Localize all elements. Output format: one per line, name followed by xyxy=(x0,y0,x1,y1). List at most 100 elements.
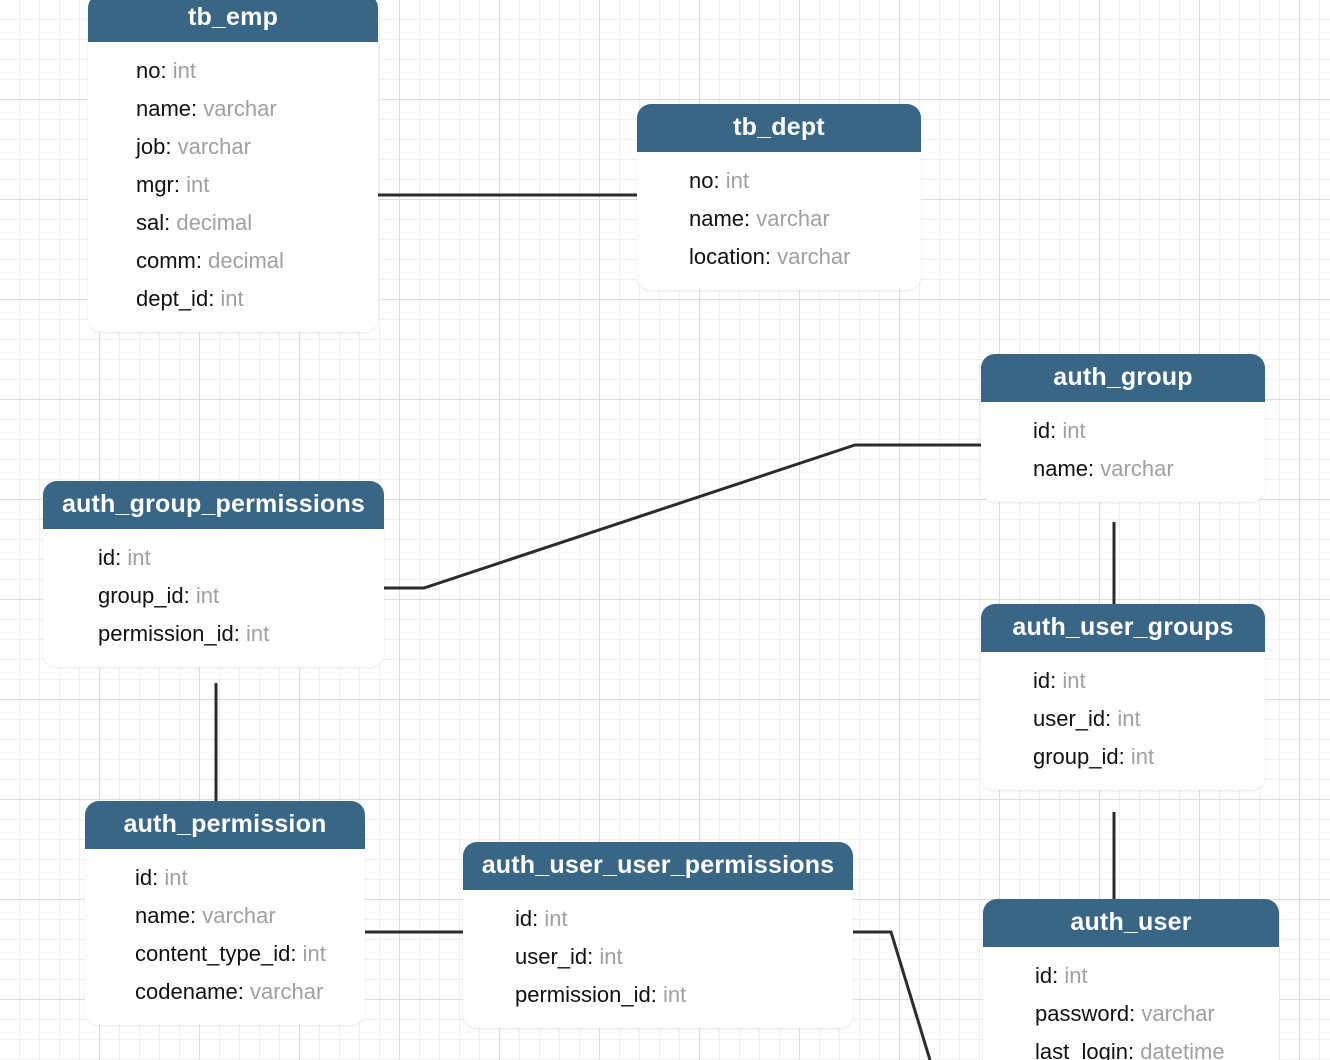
entity-title-auth_user_groups: auth_user_groups xyxy=(981,604,1265,652)
field-colon: : xyxy=(191,96,204,121)
field-row: no: int xyxy=(88,52,378,90)
field-name: id xyxy=(1033,418,1051,443)
field-colon: : xyxy=(587,944,600,969)
field-row: id: int xyxy=(981,412,1265,450)
field-type: int xyxy=(662,982,687,1007)
field-type: varchar xyxy=(202,903,276,928)
field-row: id: int xyxy=(981,662,1265,700)
field-name: name xyxy=(1033,456,1089,481)
field-type: int xyxy=(599,944,623,969)
field-colon: : xyxy=(190,903,203,928)
field-row: mgr: int xyxy=(88,166,378,204)
field-row: name: varchar xyxy=(981,450,1265,488)
field-row: group_id: int xyxy=(981,738,1265,776)
field-colon: : xyxy=(1050,418,1063,443)
entity-fields-auth_permission: id: int name: varchar content_type_id: i… xyxy=(85,849,365,1025)
field-row: location: varchar xyxy=(637,238,921,276)
entity-title-auth_group: auth_group xyxy=(981,354,1265,402)
entity-fields-auth_user_groups: id: int user_id: int group_id: int xyxy=(981,652,1265,790)
entity-tb_emp[interactable]: tb_emp no: int name: varchar job: varcha… xyxy=(88,0,378,332)
field-name: comm xyxy=(136,248,196,273)
field-row: id: int xyxy=(85,859,365,897)
field-type: varchar xyxy=(1100,456,1174,481)
field-row: no: int xyxy=(637,162,921,200)
field-colon: : xyxy=(1050,668,1063,693)
field-row: permission_id: int xyxy=(463,976,853,1014)
field-row: permission_id: int xyxy=(43,615,384,653)
field-type: int xyxy=(1064,963,1088,988)
field-name: password xyxy=(1035,1001,1130,1026)
field-row: id: int xyxy=(983,957,1279,995)
field-colon: : xyxy=(1105,706,1118,731)
field-name: name xyxy=(136,96,192,121)
field-colon: : xyxy=(290,941,303,966)
field-name: content_type_id xyxy=(135,941,291,966)
field-type: int xyxy=(195,583,220,608)
entity-fields-auth_group: id: int name: varchar xyxy=(981,402,1265,502)
field-row: job: varchar xyxy=(88,128,378,166)
field-name: group_id xyxy=(1033,744,1119,769)
field-name: id xyxy=(135,865,153,890)
field-type: int xyxy=(1130,744,1155,769)
entity-auth_permission[interactable]: auth_permission id: int name: varchar co… xyxy=(85,801,365,1025)
field-type: int xyxy=(186,172,210,197)
field-row: id: int xyxy=(43,539,384,577)
field-name: dept_id xyxy=(136,286,209,311)
field-type: int xyxy=(302,941,326,966)
field-type: int xyxy=(725,168,749,193)
entity-auth_user_user_permissions[interactable]: auth_user_user_permissions id: int user_… xyxy=(463,842,853,1028)
entity-tb_dept[interactable]: tb_dept no: int name: varchar location: … xyxy=(637,104,921,290)
field-name: permission_id xyxy=(98,621,234,646)
field-name: last_login xyxy=(1035,1039,1128,1060)
entity-title-tb_dept: tb_dept xyxy=(637,104,921,152)
field-colon: : xyxy=(173,172,187,197)
field-type: int xyxy=(164,865,188,890)
field-type: varchar xyxy=(777,244,851,269)
entity-auth_user[interactable]: auth_user id: int password: varchar last… xyxy=(983,899,1279,1060)
field-name: mgr xyxy=(136,172,174,197)
field-colon: : xyxy=(1088,456,1101,481)
field-type: datetime xyxy=(1140,1039,1225,1060)
field-colon: : xyxy=(744,206,757,231)
field-name: group_id xyxy=(98,583,184,608)
field-type: int xyxy=(1117,706,1141,731)
field-name: codename xyxy=(135,979,238,1004)
entity-auth_group[interactable]: auth_group id: int name: varchar xyxy=(981,354,1265,502)
field-colon: : xyxy=(195,248,209,273)
field-type: decimal xyxy=(176,210,253,235)
field-type: varchar xyxy=(249,979,324,1004)
entity-fields-tb_dept: no: int name: varchar location: varchar xyxy=(637,152,921,290)
field-row: group_id: int xyxy=(43,577,384,615)
entity-title-auth_group_permissions: auth_group_permissions xyxy=(43,481,384,529)
field-type: decimal xyxy=(208,248,284,273)
entity-title-auth_user_user_permissions: auth_user_user_permissions xyxy=(463,842,853,890)
field-name: name xyxy=(689,206,745,231)
entity-auth_group_permissions[interactable]: auth_group_permissions id: int group_id:… xyxy=(43,481,384,667)
relationship-line-auth_user_user_permissions-to-auth_user xyxy=(853,930,932,1060)
entity-auth_user_groups[interactable]: auth_user_groups id: int user_id: int gr… xyxy=(981,604,1265,790)
field-type: int xyxy=(544,906,568,931)
field-row: dept_id: int xyxy=(88,280,378,318)
entity-title-auth_user: auth_user xyxy=(983,899,1279,947)
field-colon: : xyxy=(1118,744,1131,769)
field-name: no xyxy=(136,58,161,83)
field-type: int xyxy=(1062,418,1086,443)
field-name: job xyxy=(136,134,166,159)
field-name: id xyxy=(1033,668,1051,693)
field-type: int xyxy=(127,545,151,570)
field-name: name xyxy=(135,903,191,928)
field-colon: : xyxy=(183,583,196,608)
field-row: comm: decimal xyxy=(88,242,378,280)
field-type: varchar xyxy=(177,134,251,159)
field-colon: : xyxy=(164,210,177,235)
field-row: name: varchar xyxy=(85,897,365,935)
field-name: user_id xyxy=(515,944,588,969)
field-colon: : xyxy=(208,286,221,311)
field-row: name: varchar xyxy=(88,90,378,128)
field-colon: : xyxy=(115,545,128,570)
field-colon: : xyxy=(152,865,165,890)
field-row: password: varchar xyxy=(983,995,1279,1033)
field-name: sal xyxy=(136,210,165,235)
field-type: varchar xyxy=(203,96,277,121)
